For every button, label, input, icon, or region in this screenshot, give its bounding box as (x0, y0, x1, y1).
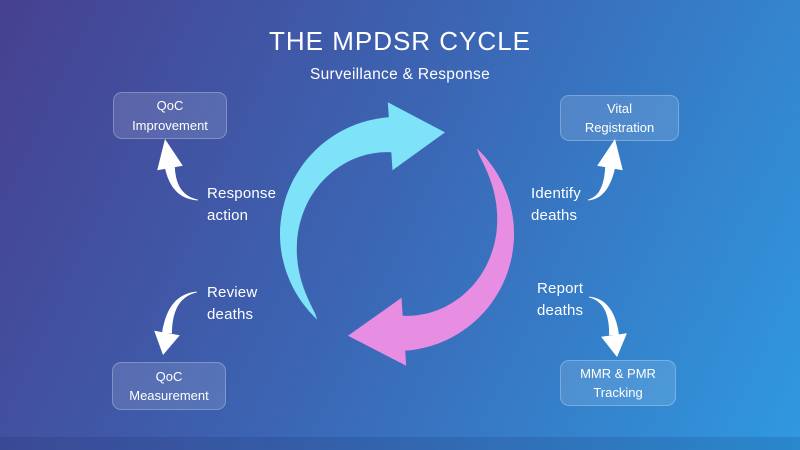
footer-bar (0, 437, 800, 450)
cycle-arrow-cyan (280, 102, 445, 320)
stage-box-mmr-pmr-tracking: MMR & PMR Tracking (560, 360, 676, 406)
step-label-line: Response (207, 185, 277, 202)
stage-box-vital-registration: Vital Registration (560, 95, 679, 141)
step-label-line: deaths (537, 302, 584, 319)
stage-box-qoc-improvement: QoC Improvement (113, 92, 227, 139)
step-label-line: deaths (207, 306, 254, 323)
page-subtitle: Surveillance & Response (309, 66, 491, 83)
step-label-review-deaths: Review deaths (207, 282, 257, 326)
stage-box-line: Registration (584, 120, 655, 135)
stage-box-line: QoC (156, 98, 184, 113)
step-label-response-action: Response action (207, 183, 276, 227)
step-label-identify-deaths: Identify deaths (531, 183, 581, 227)
flow-arrow-response-action (157, 139, 198, 201)
page-title: THE MPDSR CYCLE (268, 26, 532, 56)
step-label-line: Review (207, 284, 258, 301)
flow-arrow-identify-deaths (587, 139, 623, 201)
stage-box-line: QoC (155, 368, 183, 384)
step-label-report-deaths: Report deaths (537, 278, 583, 322)
flow-arrow-review-deaths (154, 291, 198, 355)
stage-box-line: MMR & PMR (580, 365, 656, 381)
stage-box-line: Improvement (132, 117, 208, 133)
stage-box-line: Vital (606, 100, 633, 116)
stage-box-line: Tracking (593, 385, 643, 400)
step-label-line: deaths (531, 207, 578, 224)
stage-box-qoc-measurement: QoC Measurement (112, 362, 226, 410)
step-label-line: Identify (531, 185, 581, 202)
flow-arrow-report-deaths (588, 296, 627, 357)
step-label-line: action (207, 207, 249, 224)
stage-box-line: Measurement (129, 388, 209, 403)
cycle-arrow-pink (348, 148, 514, 366)
step-label-line: Report (537, 280, 584, 297)
